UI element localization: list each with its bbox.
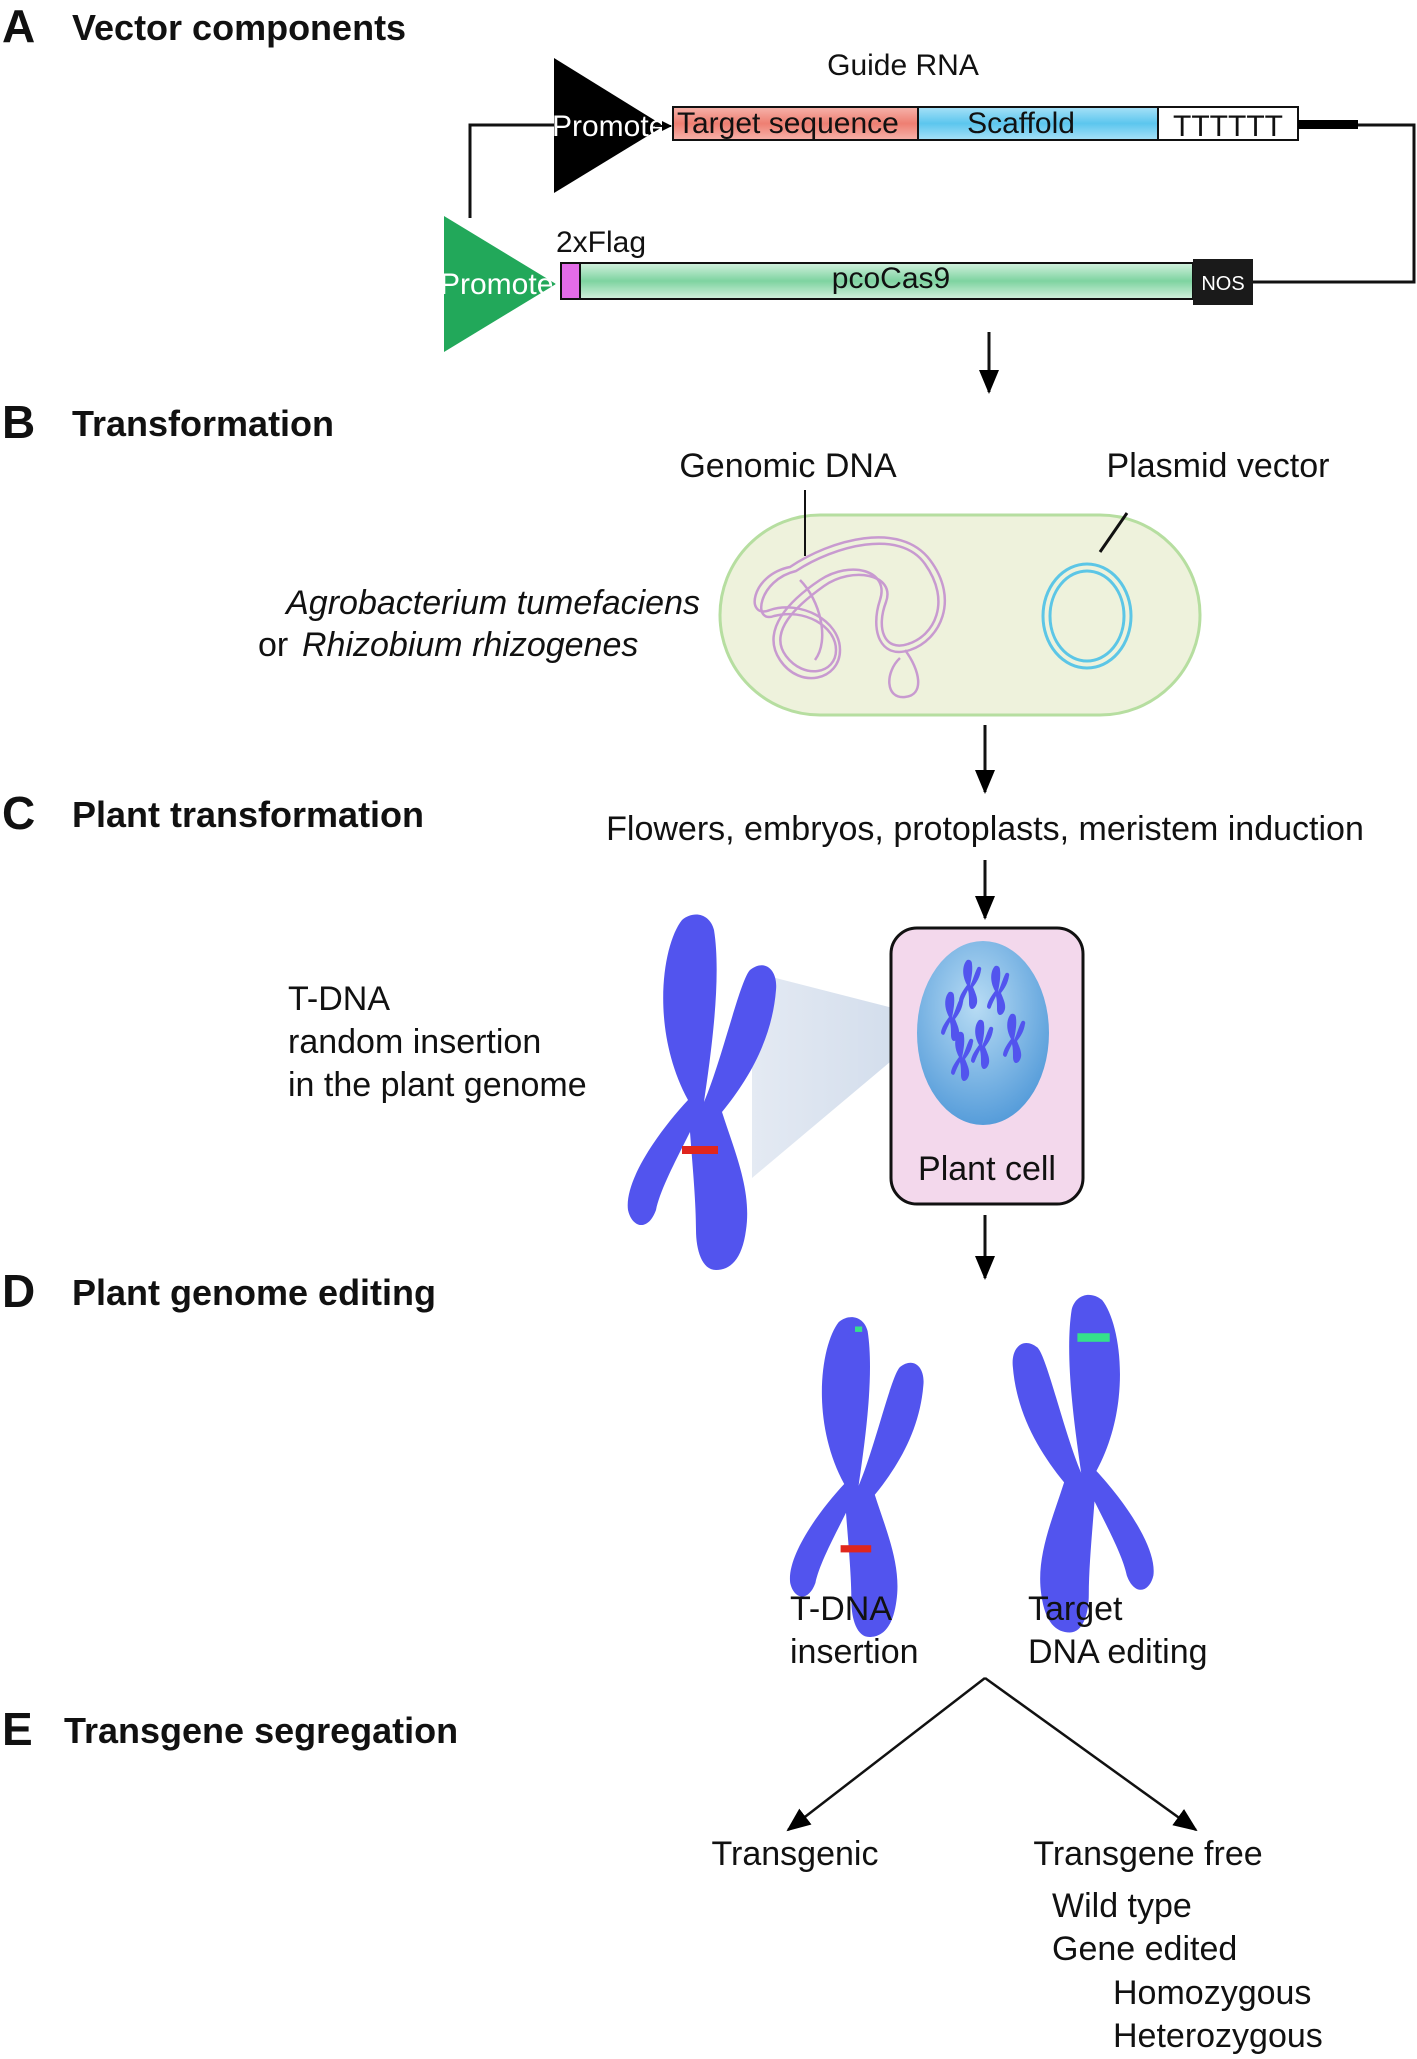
heterozygous-label: Heterozygous [1113,2017,1323,2055]
promoter-top-label: Promoter [552,110,675,143]
promoter-green-triangle [444,216,556,352]
plasmid-vector-label: Plasmid vector [1107,447,1330,485]
methods-label: Flowers, embryos, protoplasts, meristem … [606,810,1364,848]
target-editing-line1: Target [1028,1590,1123,1628]
tdna-description: T-DNA random insertion in the plant geno… [288,980,587,1104]
plant-cell-label: Plant cell [918,1150,1056,1188]
tdna-line1: T-DNA [288,980,390,1018]
chromosome-c [627,914,777,1270]
edit-mark-small [855,1326,863,1332]
vector-construct: Guide RNA Promoter Target sequence Scaff… [440,49,1416,352]
tdna-line2: random insertion [288,1023,541,1061]
promoter-bottom-label: Promoter [440,268,563,301]
homozygous-label: Homozygous [1113,1974,1311,2012]
tdna-line3: in the plant genome [288,1066,587,1104]
cas9-block [579,262,1194,300]
edit-mark-d [1077,1333,1110,1342]
plasmid-pointer [1098,512,1129,553]
connector-line-right [1253,123,1416,284]
host-line1: Agrobacterium tumefaciens [284,584,700,622]
section-a-letter: A [2,0,35,52]
tdna-insertion-line1: T-DNA [790,1590,892,1628]
plasmid-ring-inner [1048,569,1126,663]
tdna-mark-d [840,1545,872,1553]
nos-block [1193,259,1253,305]
nos-label: NOS [1201,273,1244,295]
host-or: or [258,626,288,664]
plasmid-ring [1041,562,1133,670]
cas9-label: pcoCas9 [832,262,950,295]
section-e-title: Transgene segregation [64,1710,458,1751]
terminator-block [1157,106,1299,141]
genomic-dna-coil [753,536,947,699]
arrow-to-transgenic [786,1677,986,1832]
host-line2: Rhizobium rhizogenes [302,626,638,664]
section-c-letter: C [2,787,35,839]
bacterium-diagram: Genomic DNA Plasmid vector Agrobacterium… [258,447,1330,717]
section-c-title: Plant transformation [72,794,424,835]
promoter-black-triangle [554,58,664,193]
connector-line [468,123,554,218]
transgene-free-label: Transgene free [1033,1835,1262,1873]
chromosome-edited [1012,1294,1154,1633]
chromosome-tdna [789,1317,924,1637]
terminator-label: TTTTTT [1173,110,1283,143]
flag-block [560,262,581,300]
section-d-letter: D [2,1265,35,1317]
section-d-title: Plant genome editing [72,1272,436,1313]
terminator-end [1298,120,1358,129]
gene-edited-label: Gene edited [1052,1930,1237,1968]
wild-type-label: Wild type [1052,1887,1192,1925]
tdna-insertion-line2: insertion [790,1633,919,1671]
target-editing-line2: DNA editing [1028,1633,1208,1671]
section-b-letter: B [2,396,35,448]
genomic-dna-label: Genomic DNA [679,447,897,485]
target-sequence-label: Target sequence [677,107,899,140]
section-b-title: Transformation [72,403,334,444]
section-e-letter: E [2,1703,33,1755]
transgenic-label: Transgenic [712,1835,879,1873]
scaffold-label: Scaffold [967,107,1075,140]
flag-label: 2xFlag [556,226,646,259]
tdna-insertion-mark [682,1146,718,1154]
arrow-to-transgene-free [984,1676,1198,1832]
section-a-title: Vector components [72,7,406,48]
guide-rna-label: Guide RNA [827,49,979,82]
